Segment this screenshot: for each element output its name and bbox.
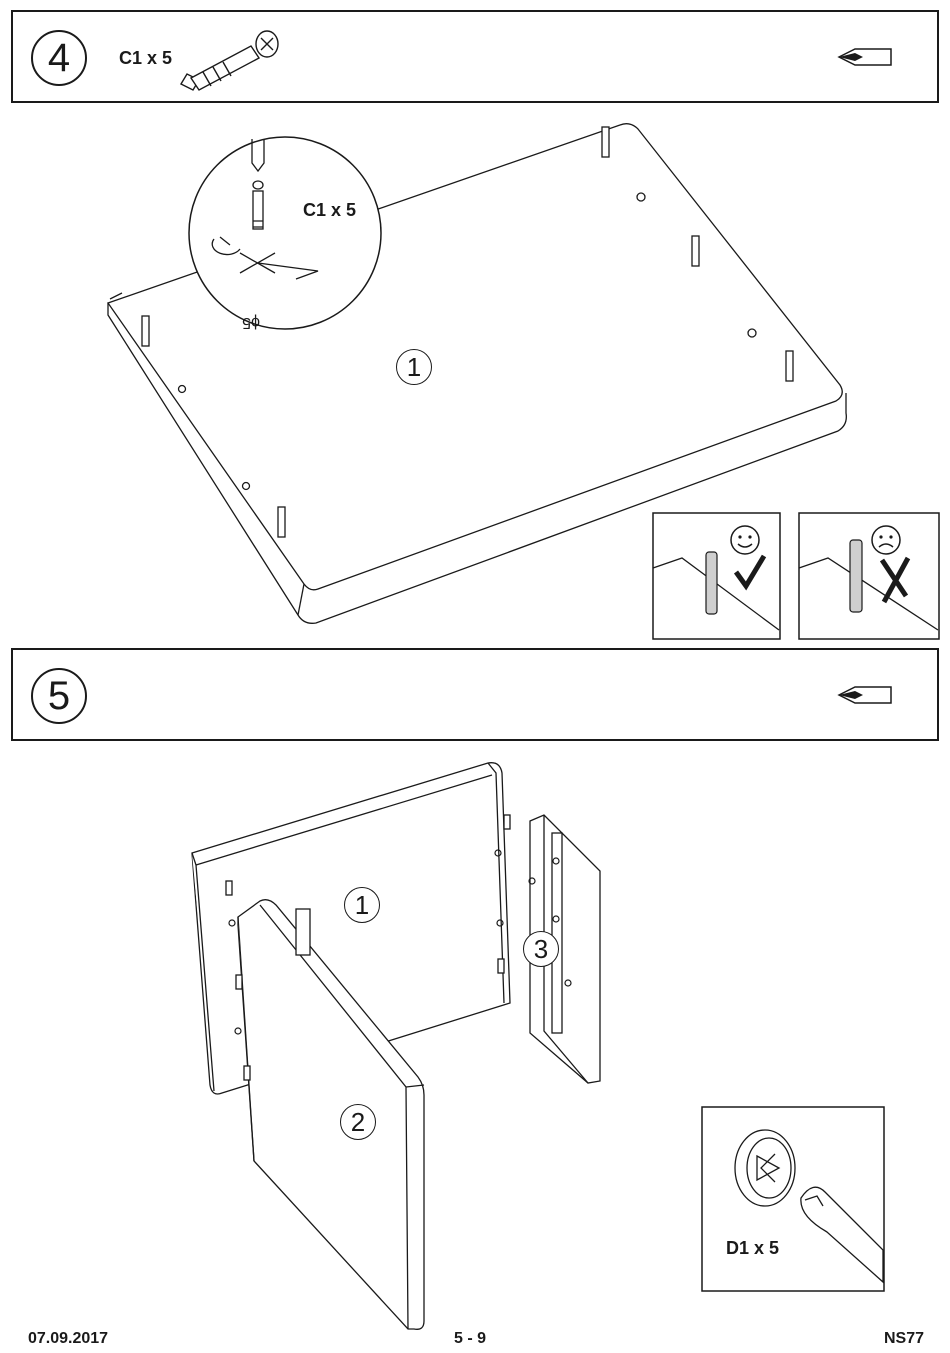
hole-dimension-label: ϕ5: [242, 314, 260, 331]
step-4-header: 4 C1 x 5: [11, 10, 939, 103]
part-2-marker: 2: [340, 1104, 376, 1140]
step-4-number: 4: [31, 30, 87, 86]
part-1-marker: 1: [344, 887, 380, 923]
cam-bolt-icon: [163, 20, 303, 100]
cam-lock-detail-box: [701, 1106, 885, 1292]
step-5-header: 5: [11, 648, 939, 741]
callout-part-label: C1 x 5: [303, 200, 356, 221]
screwdriver-icon: [833, 40, 899, 74]
screwdriver-icon: [833, 678, 899, 712]
incorrect-insertion-box: [798, 512, 940, 640]
step-5-number: 5: [31, 668, 87, 724]
footer-code: NS77: [884, 1330, 924, 1348]
cam-lock-label: D1 x 5: [726, 1238, 779, 1259]
cam-bolt-detail-callout: ϕ5: [189, 137, 381, 331]
part-1-marker: 1: [396, 349, 432, 385]
footer-date: 07.09.2017: [28, 1330, 108, 1348]
footer-page: 5 - 9: [454, 1330, 486, 1348]
correct-insertion-box: [652, 512, 781, 640]
part-3-marker: 3: [523, 931, 559, 967]
